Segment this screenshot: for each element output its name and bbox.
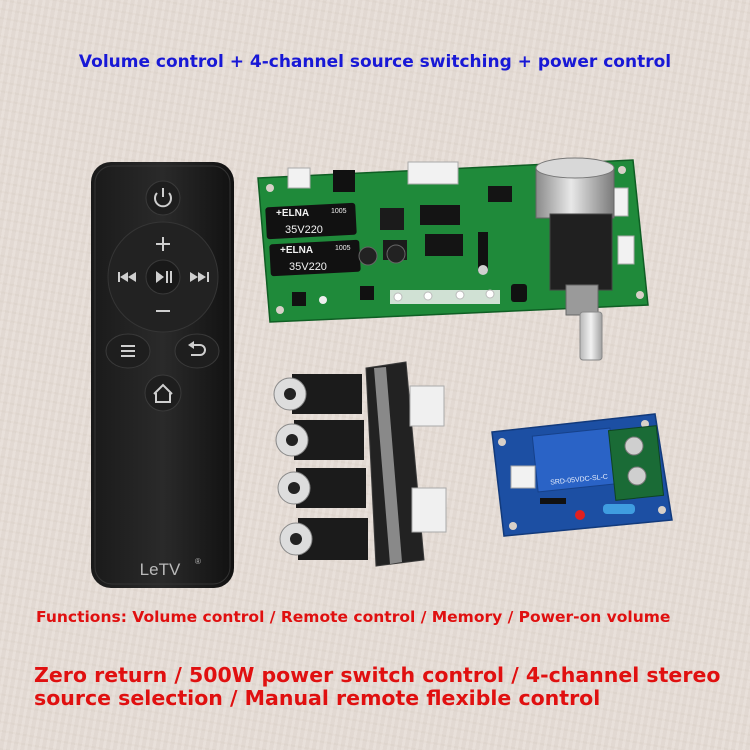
rca-jack-4 bbox=[279, 518, 368, 560]
capacitor-1: +ELNA 1005 35V220 bbox=[265, 202, 357, 240]
rewind-icon bbox=[118, 272, 136, 282]
capacitor-2: +ELNA 1005 35V220 bbox=[269, 239, 361, 277]
rca-jack-2 bbox=[275, 420, 364, 460]
back-icon bbox=[174, 333, 220, 369]
remote-brand: LeTV bbox=[140, 560, 181, 579]
power-icon bbox=[145, 180, 181, 216]
remote-control: LeTV ® bbox=[91, 162, 234, 588]
play-pause-icon bbox=[156, 271, 172, 283]
home-icon bbox=[144, 374, 182, 412]
input-board bbox=[273, 361, 447, 567]
rca-jack-1 bbox=[273, 374, 362, 414]
relay-board: SRD-05VDC-SL-C bbox=[491, 413, 673, 537]
svg-text:35V220: 35V220 bbox=[285, 224, 323, 236]
svg-text:1005: 1005 bbox=[331, 208, 347, 215]
svg-text:+ELNA: +ELNA bbox=[280, 245, 313, 256]
svg-text:35V220: 35V220 bbox=[289, 261, 327, 273]
caption-functions: Functions: Volume control / Remote contr… bbox=[36, 608, 671, 626]
fast-forward-icon bbox=[190, 272, 209, 282]
remote-brand-mark: ® bbox=[195, 557, 201, 566]
rca-jack-3 bbox=[277, 468, 366, 508]
caption-main: Zero return / 500W power switch control … bbox=[34, 663, 721, 710]
caption-top: Volume control + 4-channel source switch… bbox=[78, 52, 672, 72]
menu-icon bbox=[105, 333, 151, 369]
plus-icon bbox=[156, 237, 170, 251]
potentiometer bbox=[535, 157, 615, 361]
svg-text:+ELNA: +ELNA bbox=[276, 208, 309, 219]
svg-text:1005: 1005 bbox=[335, 245, 351, 252]
